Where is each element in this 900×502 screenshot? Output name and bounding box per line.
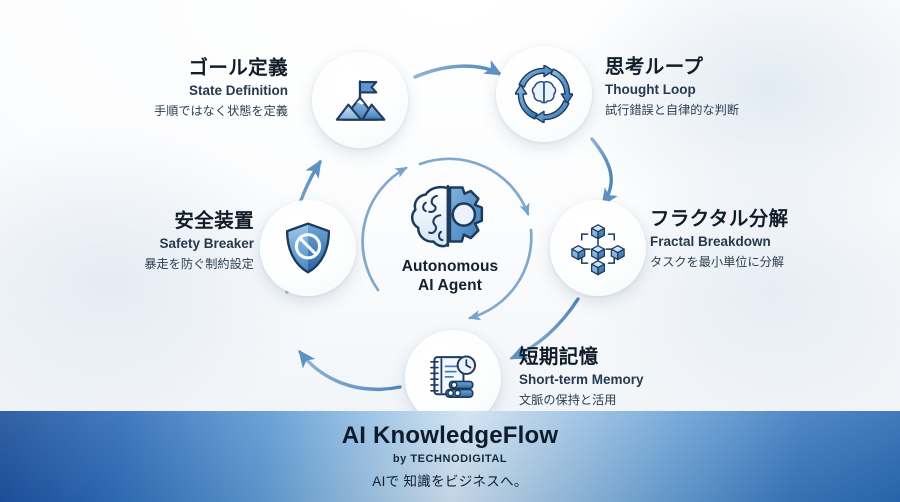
label-fractal-breakdown: フラクタル分解 Fractal Breakdown タスクを最小単位に分解 [650,208,789,271]
label-jp: ゴール定義 [188,57,288,79]
label-jp: 短期記憶 [519,346,599,368]
center-title: Autonomous AI Agent [402,258,499,296]
mountain-flag-icon [335,80,386,121]
notebook-clock-database-icon [430,355,477,398]
label-safety-breaker: 安全装置 Safety Breaker 暴走を防ぐ制約設定 [144,210,254,273]
label-short-term-memory: 短期記憶 Short-term Memory 文脈の保持と活用 [519,346,644,409]
label-en: Short-term Memory [519,372,644,387]
cube-network-icon [571,224,625,276]
center-node: Autonomous AI Agent [371,160,529,318]
label-en: Safety Breaker [159,236,254,251]
bottom-brand-banner: AI KnowledgeFlow by TECHNODIGITAL AIで 知識… [0,411,900,502]
brain-cycle-icon [515,65,573,123]
node-fractal-breakdown[interactable] [550,200,646,296]
brand-tagline: AIで 知識をビジネスへ。 [372,473,528,489]
node-goal-definition[interactable] [312,52,408,148]
brand-title: AI KnowledgeFlow [341,422,559,450]
brand-byline: by TECHNODIGITAL [392,452,508,465]
label-sub: 文脈の保持と活用 [519,393,617,408]
brain-gear-icon [410,185,484,248]
label-jp: 思考ループ [605,56,704,78]
label-jp: フラクタル分解 [650,208,789,230]
shield-prohibit-icon [286,222,330,274]
label-goal-definition: ゴール定義 State Definition 手順ではなく状態を定義 [154,57,288,120]
center-title-line2: AI Agent [418,277,482,294]
label-sub: タスクを最小単位に分解 [650,255,785,270]
label-en: State Definition [188,83,288,98]
node-short-term-memory[interactable] [405,330,501,426]
label-sub: 手順ではなく状態を定義 [153,104,288,119]
label-en: Fractal Breakdown [650,234,771,249]
label-en: Thought Loop [605,82,696,97]
node-thought-loop[interactable] [496,46,592,142]
center-title-line1: Autonomous [401,258,499,276]
label-jp: 安全装置 [174,210,254,232]
label-sub: 暴走を防ぐ制約設定 [144,257,254,272]
node-safety-breaker[interactable] [260,200,356,296]
label-sub: 試行錯誤と自律的な判断 [605,103,740,118]
label-thought-loop: 思考ループ Thought Loop 試行錯誤と自律的な判断 [605,56,739,119]
